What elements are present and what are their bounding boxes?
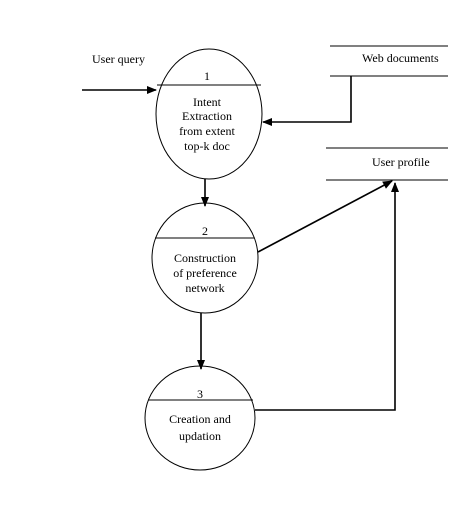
store-web-documents-label: Web documents — [362, 51, 439, 65]
process-3-to-user-profile-arrow — [255, 182, 399, 411]
process-2-line-2: of preference — [173, 266, 237, 280]
process-1: 1 Intent Extraction from extent top-k do… — [155, 48, 263, 180]
web-docs-to-process-1-arrow — [262, 76, 352, 126]
process-2-circle — [151, 202, 259, 314]
process-3: 3 Creation and updation — [144, 365, 256, 471]
process-2-line-1: Construction — [174, 251, 236, 265]
process-3-line-1: Creation and — [169, 412, 231, 426]
process-1-line-4: top-k doc — [184, 139, 230, 153]
process-1-line-2: Extraction — [182, 109, 232, 123]
process-2-line-3: network — [185, 281, 224, 295]
process-1-line-1: Intent — [193, 95, 222, 109]
store-user-profile: User profile — [326, 147, 448, 181]
store-web-documents: Web documents — [330, 45, 448, 77]
process-3-circle — [144, 365, 256, 471]
process-1-line-3: from extent — [179, 124, 235, 138]
process-1-number: 1 — [204, 69, 210, 83]
process-1-circle — [155, 48, 263, 180]
user-query-label: User query — [92, 52, 145, 66]
process-2-to-user-profile-arrow — [257, 180, 393, 253]
process-2-number: 2 — [202, 224, 208, 238]
store-user-profile-label: User profile — [372, 155, 430, 169]
process-3-line-2: updation — [179, 429, 221, 443]
process-2: 2 Construction of preference network — [151, 202, 259, 314]
process-3-number: 3 — [197, 387, 203, 401]
